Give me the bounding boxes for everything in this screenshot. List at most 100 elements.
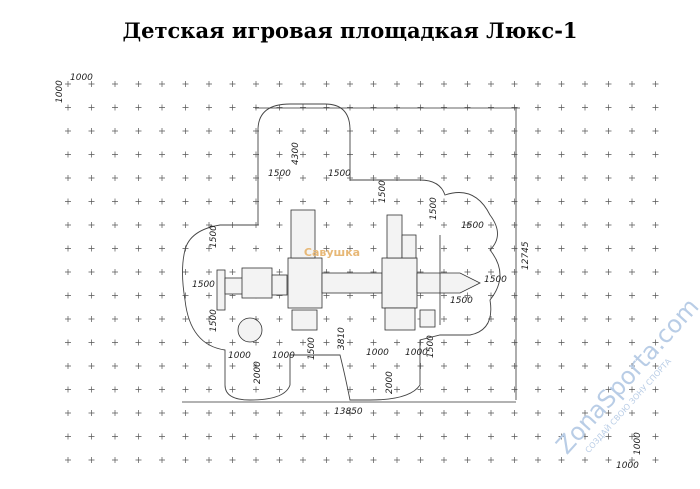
dim-total-height: 12745 [521,241,531,270]
grid-cross [394,457,400,463]
grid-cross [323,339,330,346]
grid-cross [253,245,259,252]
grid-cross [558,339,565,346]
dim-1500: 1500 [378,180,388,203]
dim-1500: 1500 [209,309,219,332]
grid-cross [276,151,283,158]
grid-cross [347,433,353,440]
grid-cross [464,128,471,134]
grid-cross [323,363,330,369]
grid-cross [629,151,635,158]
grid-cross [65,339,71,346]
grid-cross [65,316,71,322]
grid-cross [253,386,259,393]
grid-cross [605,457,612,463]
grid-cross [206,222,212,228]
grid-cross [112,81,118,87]
grid-cross [182,151,189,158]
grid-cross [182,386,189,393]
grid-cross [535,269,541,275]
grid-cross [88,245,95,252]
grid-cross [652,198,659,205]
grid-cross [159,198,165,205]
grid-cross [582,386,588,393]
dim-1000: 1000 [228,351,251,361]
grid-cross [370,198,377,205]
grid-cross [182,198,189,205]
grid-cross [629,245,635,252]
grid-cross [300,457,306,463]
grid-cross [276,81,283,87]
grid-cross [253,363,259,369]
grid-cross [464,222,471,228]
grid-cross [488,410,494,416]
grid-cross [88,457,95,463]
grid-cross [135,339,142,346]
tower-2 [381,257,418,309]
grid-cross [112,245,118,252]
grid-cross [558,175,565,181]
grid-cross [276,245,283,252]
grid-cross [206,104,212,111]
grid-cross [370,81,377,87]
grid-cross [464,292,471,299]
grid-cross [464,104,471,111]
grid-cross [65,175,71,181]
grid-cross [605,339,612,346]
grid-cross [300,198,306,205]
grid-cross [323,292,330,299]
grid-cross [206,175,212,181]
grid-cross [135,363,142,369]
grid-cross [535,222,541,228]
grid-cross [535,81,541,87]
platform-1 [241,267,273,299]
dim-1500: 1500 [209,225,219,248]
grid-cross [605,245,612,252]
grid-cross [488,104,494,111]
grid-cross [300,339,306,346]
grid-cross [182,222,189,228]
grid-cross [347,104,353,111]
grid-cross [511,198,518,205]
safety-zone-outline [182,103,501,401]
grid-cross [417,151,424,158]
dim-1000: 1000 [405,348,428,358]
grid-cross [159,363,165,369]
grid-cross [535,128,541,134]
climbing-wall-2 [401,234,417,259]
grid-cross [276,175,283,181]
grid-cross [441,457,447,463]
grid-cross [441,104,447,111]
grid-cross [417,433,424,440]
grid-cross [65,363,71,369]
grid-cross [558,433,565,440]
grid-cross [464,316,471,322]
grid-cross [511,433,518,440]
grid-cross [135,198,142,205]
grid-crosses [65,81,659,463]
grid-cross [417,457,424,463]
grid-cross [464,386,471,393]
dim-grid-horizontal: 1000 [70,73,93,83]
grid-cross [652,386,659,393]
grid-cross [159,433,165,440]
grid-cross [323,81,330,87]
grid-cross [605,292,612,299]
playground-equipment [216,209,481,343]
grid-cross [464,81,471,87]
dim-1500: 1500 [461,221,484,231]
grid-cross [370,386,377,393]
grid-cross [652,457,659,463]
grid-cross [629,81,635,87]
grid-cross [276,128,283,134]
grid-cross [441,198,447,205]
grid-cross [159,386,165,393]
grid-cross [370,292,377,299]
grid-cross [229,269,236,275]
grid-cross [135,269,142,275]
grid-cross [206,410,212,416]
grid-cross [159,81,165,87]
grid-cross [88,386,95,393]
grid-cross [112,151,118,158]
